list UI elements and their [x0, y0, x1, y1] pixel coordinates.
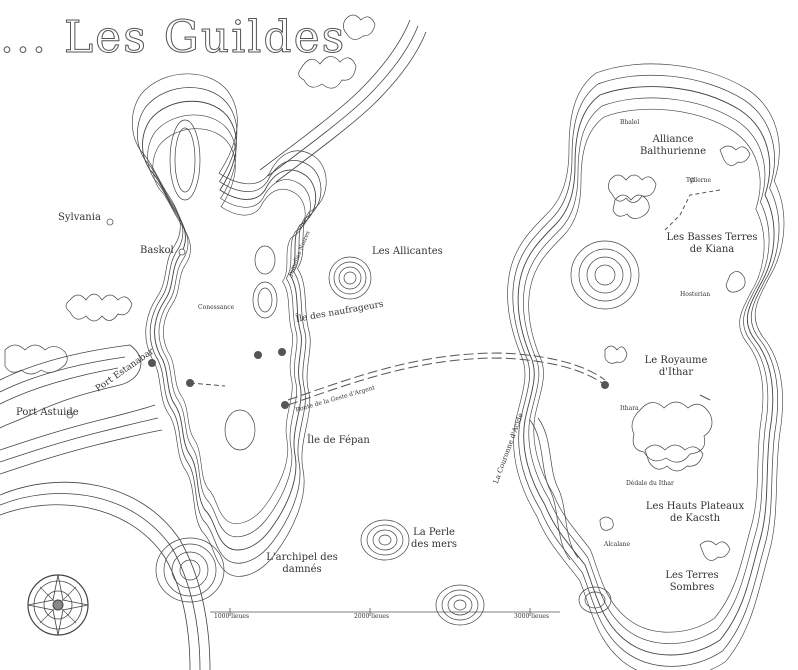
city-marker	[278, 348, 286, 356]
label-les-allicantes: Les Allicantes	[372, 246, 443, 257]
label-archipel-des-damnes: L'archipel des damnés	[266, 552, 338, 575]
label-baskol: Baskol	[140, 245, 174, 256]
label-ile-de-fepan: Île de Fépan	[307, 435, 370, 446]
compass-rose-icon	[27, 574, 89, 636]
city-marker	[281, 401, 289, 409]
map-title: ... Les Guildes	[0, 12, 347, 64]
label-conessance: Conessance	[198, 304, 235, 311]
label-bhalel: Bhalel	[620, 119, 640, 126]
label-terres-sombres: Les Terres Sombres	[665, 570, 719, 593]
city-marker	[186, 379, 194, 387]
label-port-astuide: Port Astuide	[16, 407, 79, 418]
label-alcalane: Alcalane	[604, 541, 631, 548]
scale-tick-3: 3000 lieues	[514, 613, 550, 620]
label-ithara: Ithara	[620, 405, 639, 412]
scale-bar	[210, 608, 560, 616]
label-alliance-balthurienne: Alliance Balthurienne	[639, 134, 707, 157]
label-royaume-ithar: Le Royaume d'Ithar	[644, 355, 708, 378]
city-marker	[254, 351, 262, 359]
label-dedale-ithar: Dédale du Ithar	[626, 480, 674, 487]
label-sylvania: Sylvania	[58, 212, 101, 223]
city-marker	[148, 359, 156, 367]
label-hauts-plateaux: Les Hauts Plateaux de Kacsth	[645, 501, 745, 524]
city-markers	[148, 348, 609, 409]
label-perle-des-mers: La Perle des mers	[411, 527, 457, 550]
scale-tick-1: 1000 lieues	[214, 613, 250, 620]
city-marker	[601, 381, 609, 389]
scale-tick-2: 2000 lieues	[354, 613, 390, 620]
label-basses-terres-kiana: Les Basses Terres de Kiana	[666, 232, 758, 255]
label-hosterian: Hosterian	[680, 291, 711, 298]
label-tyllerne: Tyllerne	[686, 177, 712, 184]
